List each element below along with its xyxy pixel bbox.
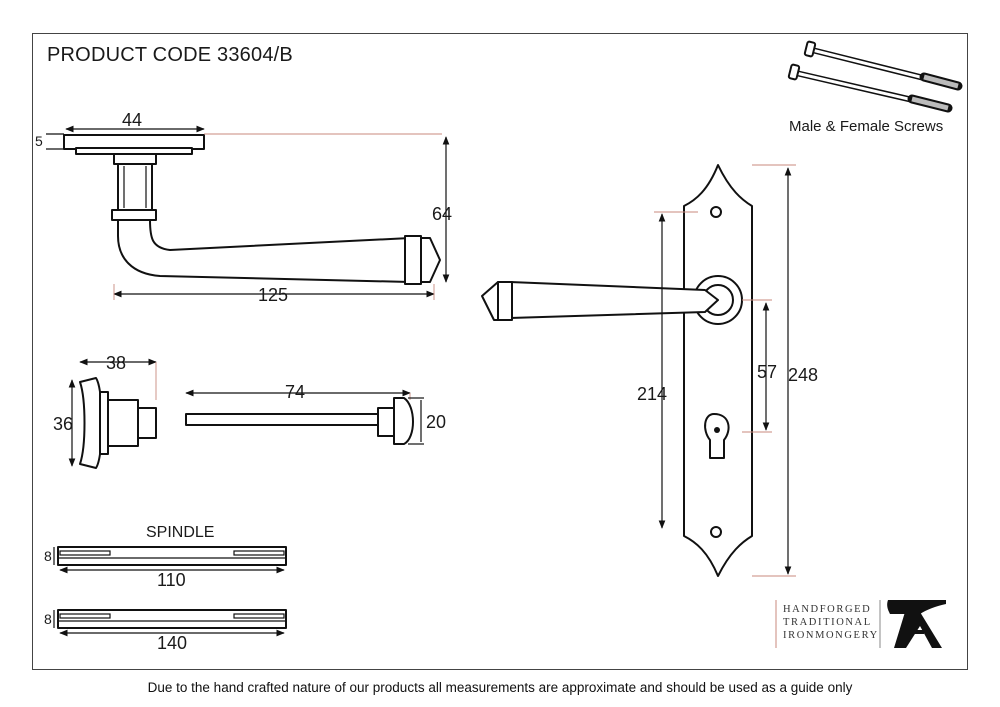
release-spindle xyxy=(185,413,383,426)
dim-handle-length: 125 xyxy=(258,285,288,305)
emergency-release: 74 20 xyxy=(185,382,446,445)
lever-tip xyxy=(420,237,441,283)
dim-rose-diameter: 44 xyxy=(122,110,142,130)
spindle-110-thickness: 8 xyxy=(44,548,52,564)
lever-end-collar xyxy=(404,235,422,285)
dim-backplate-height: 248 xyxy=(788,365,818,385)
neck-collar-bottom xyxy=(111,209,157,221)
spindle-110: 8 110 xyxy=(44,546,287,590)
dim-turn-width: 38 xyxy=(106,353,126,373)
neck-collar-top xyxy=(113,153,157,165)
lever-side-view: 44 5 64 125 xyxy=(35,110,452,305)
turn-body xyxy=(107,399,139,447)
brand-line-2: TRADITIONAL xyxy=(783,617,872,628)
brand-line-1: HANDFORGED xyxy=(783,604,872,615)
dim-turn-height: 36 xyxy=(53,414,73,434)
male-screw-icon xyxy=(803,40,963,91)
turn-escutcheon xyxy=(704,413,730,459)
brand-text: HANDFORGED TRADITIONAL IRONMONGERY xyxy=(783,603,879,642)
screws-label: Male & Female Screws xyxy=(789,118,944,135)
spindle-140-length: 140 xyxy=(157,633,187,653)
dim-release-diameter: 20 xyxy=(426,412,446,432)
disclaimer: Due to the hand crafted nature of our pr… xyxy=(147,680,853,695)
screws-illustration xyxy=(787,40,963,113)
dim-fixing-centres: 214 xyxy=(637,384,667,404)
brand-mark xyxy=(775,600,946,648)
brand-line-3: IRONMONGERY xyxy=(783,630,879,641)
rose-plate xyxy=(63,134,205,150)
turn-knob xyxy=(79,377,103,469)
neck xyxy=(117,163,153,211)
fixing-hole-top xyxy=(710,206,722,218)
drawing-frame xyxy=(32,33,968,670)
release-head xyxy=(393,397,414,445)
dim-handle-height: 64 xyxy=(432,204,452,224)
release-collar xyxy=(377,407,395,437)
spindle-title: SPINDLE xyxy=(146,524,214,541)
spindle-140: 8 140 xyxy=(44,609,287,653)
backplate xyxy=(683,164,753,577)
spindle-110-length: 110 xyxy=(157,570,186,590)
thumb-turn: 38 36 xyxy=(53,353,157,469)
spindle-140-thickness: 8 xyxy=(44,611,52,627)
lever-arm xyxy=(117,219,411,283)
female-screw-icon xyxy=(787,63,953,113)
dim-centres: 57 xyxy=(757,362,777,382)
dim-rose-thickness: 5 xyxy=(35,133,43,149)
anvil-logo-icon xyxy=(887,600,946,648)
turn-spigot xyxy=(137,407,157,439)
fixing-hole-bottom xyxy=(710,526,722,538)
spindle-section: SPINDLE 8 110 8 140 xyxy=(44,524,287,653)
lever-front-tip xyxy=(481,281,499,321)
dim-release-length: 74 xyxy=(285,382,305,402)
backplate-front-view: 214 57 248 xyxy=(481,164,818,577)
product-code-title: PRODUCT CODE 33604/B xyxy=(47,44,293,66)
